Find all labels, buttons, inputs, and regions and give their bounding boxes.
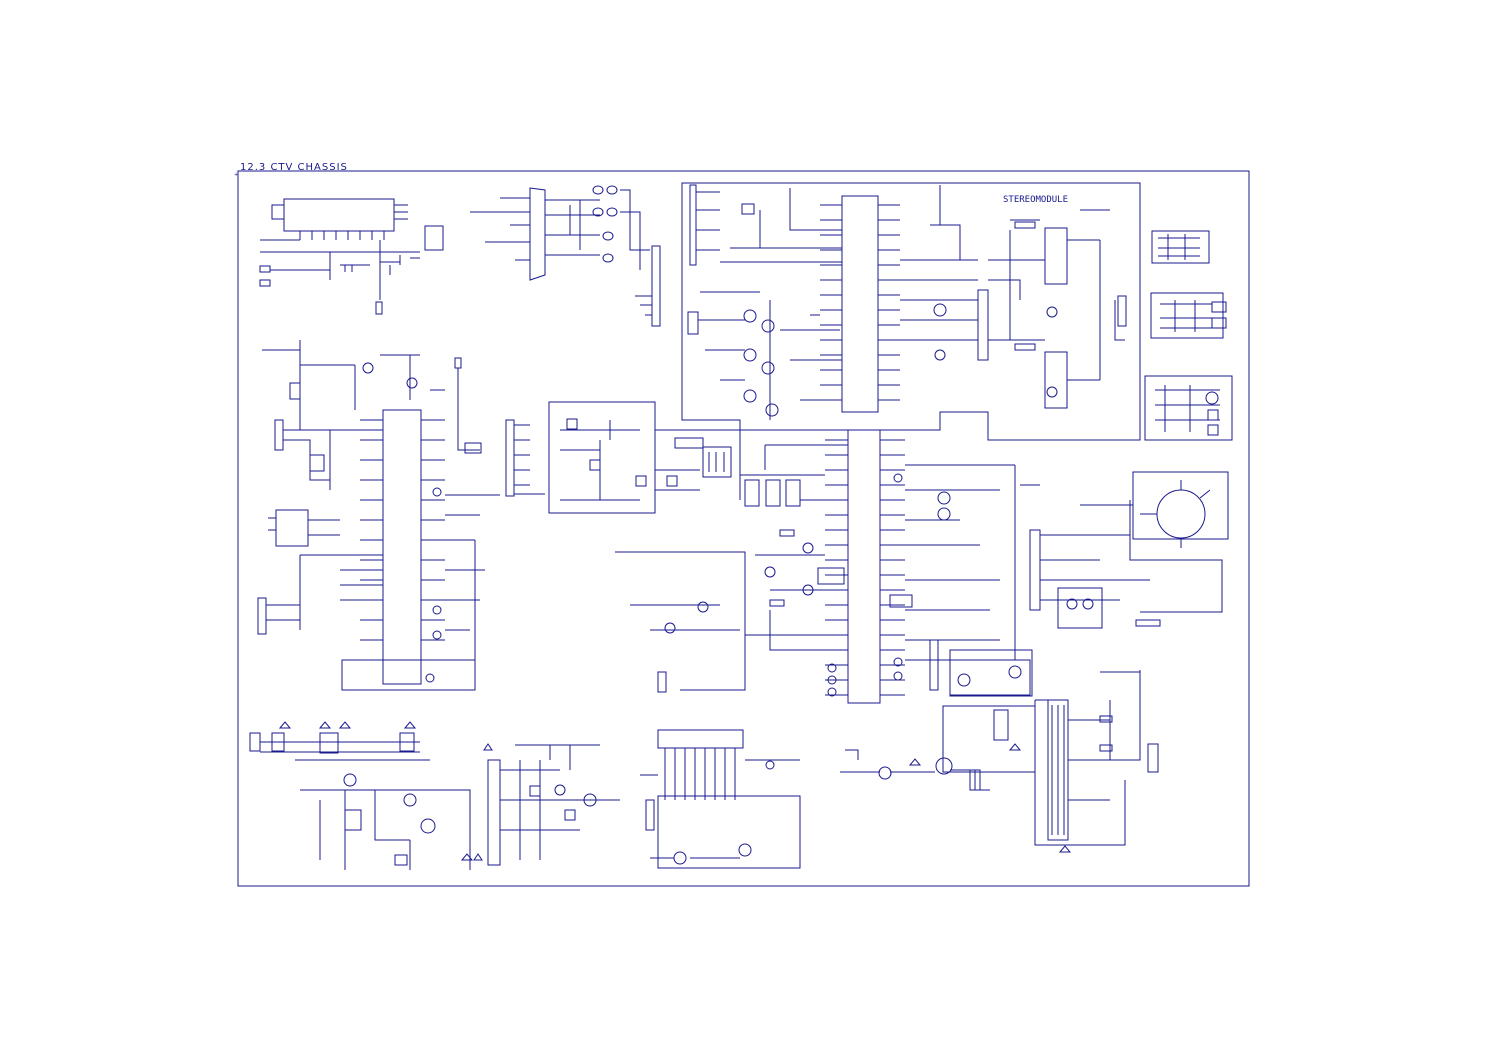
smps-block xyxy=(473,743,620,866)
video-chain xyxy=(615,529,825,693)
mcu-region xyxy=(257,340,500,691)
stereo-module-label: STEREOMODULE xyxy=(1003,195,1068,205)
right-connectors xyxy=(1144,230,1233,441)
tuner-block xyxy=(259,198,444,315)
stereo-module: STEREOMODULE xyxy=(681,182,1141,441)
audio-amp xyxy=(640,729,801,869)
horizontal-output xyxy=(840,705,1036,791)
deflection xyxy=(1034,670,1159,853)
sheet-title: 12.3 CTV CHASSIS xyxy=(240,162,348,173)
if-block xyxy=(548,401,741,514)
corner-mark: + xyxy=(234,172,238,178)
scart-block xyxy=(470,185,661,327)
connector-column xyxy=(505,419,545,497)
sheet-border xyxy=(237,170,1250,887)
power-supply xyxy=(249,721,474,870)
crt-region xyxy=(1020,471,1229,629)
main-ic xyxy=(740,429,1033,704)
